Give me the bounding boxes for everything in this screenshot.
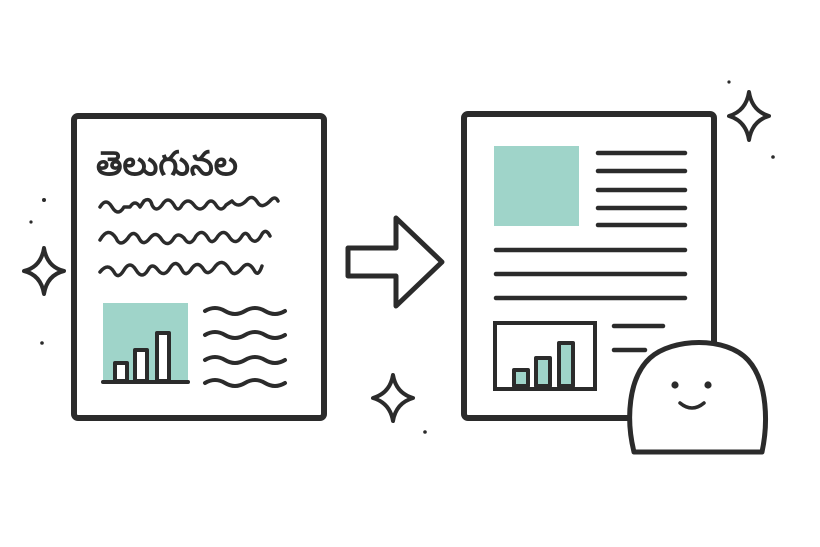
source-wavy-line-2 bbox=[203, 330, 287, 340]
bar-chart-icon bbox=[493, 321, 597, 391]
source-chart bbox=[101, 303, 190, 384]
mascot-eye-right bbox=[704, 381, 712, 389]
source-headline: తెలుగునల bbox=[96, 144, 238, 184]
dot bbox=[29, 220, 33, 224]
dot bbox=[42, 198, 46, 202]
source-script-line-1 bbox=[98, 195, 280, 214]
mascot-body bbox=[627, 340, 768, 455]
source-wavy-line-3 bbox=[203, 355, 287, 365]
source-wavy-line-4 bbox=[203, 378, 287, 388]
sparkle-icon bbox=[727, 90, 771, 142]
source-chart-bar-1 bbox=[113, 361, 129, 383]
sparkle-decorations bbox=[22, 90, 771, 423]
mascot-smile bbox=[678, 401, 706, 410]
translated-chart-bar-3 bbox=[557, 341, 575, 388]
blob-face-icon bbox=[627, 340, 768, 455]
source-chart-bar-2 bbox=[133, 348, 149, 383]
dot bbox=[40, 341, 44, 345]
dot bbox=[423, 430, 427, 434]
sparkle-icon bbox=[22, 246, 66, 296]
dot bbox=[771, 155, 775, 159]
source-wavy-line-1 bbox=[203, 306, 287, 316]
source-script-lines bbox=[98, 195, 280, 278]
dot bbox=[727, 80, 731, 84]
source-document: తెలుగునల bbox=[71, 113, 327, 421]
translated-text-lines bbox=[493, 150, 688, 353]
translated-chart-bar-1 bbox=[512, 368, 530, 388]
translated-image-block bbox=[494, 146, 579, 226]
source-chart-bar-3 bbox=[155, 331, 171, 383]
source-wavy-lines bbox=[203, 306, 287, 388]
translated-document bbox=[461, 111, 717, 421]
right-arrow-icon bbox=[345, 215, 445, 309]
source-script-line-2 bbox=[98, 229, 272, 246]
decorative-dots bbox=[29, 80, 775, 434]
mascot-eye-left bbox=[671, 381, 679, 389]
translated-chart-bar-2 bbox=[534, 356, 552, 388]
sparkle-icon bbox=[371, 373, 415, 423]
source-script-line-3 bbox=[98, 260, 264, 278]
